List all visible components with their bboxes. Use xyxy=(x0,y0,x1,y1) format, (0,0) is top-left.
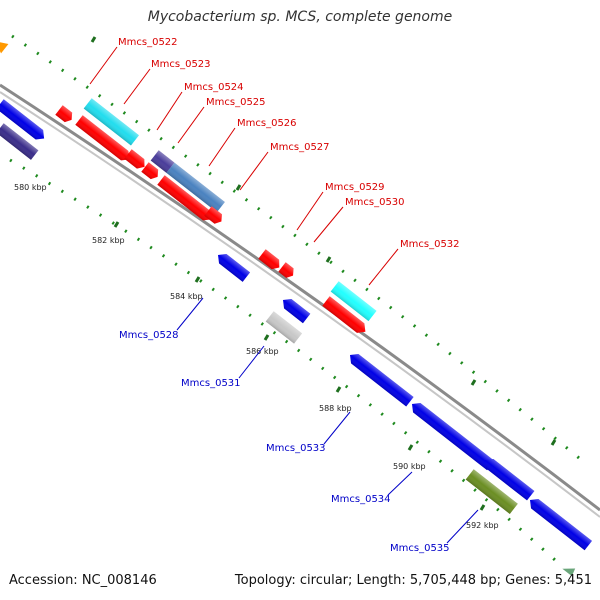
gene-block[interactable] xyxy=(258,249,283,272)
major-tick xyxy=(325,256,332,263)
callout-line xyxy=(387,471,413,496)
callout-line xyxy=(313,206,344,243)
gene-block[interactable] xyxy=(408,399,495,471)
gene-block[interactable] xyxy=(265,311,303,344)
kbp-label: 584 kbp xyxy=(170,292,203,301)
gene-block[interactable] xyxy=(83,98,139,146)
gene-block[interactable] xyxy=(322,296,369,336)
gene-label-forward[interactable]: Mmcs_0526 xyxy=(237,118,297,129)
genome-summary: Topology: circular; Length: 5,705,448 bp… xyxy=(234,573,592,588)
tick-row-inner xyxy=(9,158,557,562)
gene-label-reverse[interactable]: Mmcs_0534 xyxy=(331,494,391,505)
major-tick xyxy=(90,36,97,43)
major-tick xyxy=(550,439,557,446)
callout-line xyxy=(208,127,236,167)
callout-line xyxy=(177,106,205,144)
callout-line xyxy=(446,509,479,544)
callout-line xyxy=(89,46,118,85)
major-tick xyxy=(113,221,120,228)
callout-line xyxy=(176,297,204,331)
callout-line xyxy=(156,91,183,131)
kbp-label: 580 kbp xyxy=(14,183,47,192)
gene-block[interactable] xyxy=(157,175,215,224)
callout-line xyxy=(296,191,324,231)
major-tick xyxy=(263,334,270,341)
reverse-strand-genes xyxy=(0,99,593,577)
gene-block[interactable] xyxy=(562,562,576,577)
gene-block[interactable] xyxy=(278,262,296,280)
major-tick xyxy=(335,386,342,393)
kbp-label: 586 kbp xyxy=(246,347,279,356)
kbp-label: 582 kbp xyxy=(92,236,125,245)
callout-line xyxy=(323,411,351,445)
gene-block[interactable] xyxy=(481,455,535,501)
gene-label-forward[interactable]: Mmcs_0529 xyxy=(325,182,385,193)
gene-block[interactable] xyxy=(75,115,133,164)
callout-line xyxy=(123,68,151,105)
major-tick xyxy=(479,504,486,511)
gene-block[interactable] xyxy=(150,150,225,213)
kbp-label: 590 kbp xyxy=(393,462,426,471)
gene-label-forward[interactable]: Mmcs_0532 xyxy=(400,239,460,250)
gene-block[interactable] xyxy=(346,350,414,407)
gene-label-reverse[interactable]: Mmcs_0533 xyxy=(266,443,326,454)
callout-line xyxy=(238,345,265,379)
forward-strand-genes xyxy=(0,37,377,336)
gene-block[interactable] xyxy=(330,281,377,322)
callout-line xyxy=(239,151,269,191)
genome-title: Mycobacterium sp. MCS, complete genome xyxy=(147,9,453,25)
kbp-label: 592 kbp xyxy=(466,521,499,530)
major-tick xyxy=(407,444,414,451)
major-tick xyxy=(194,276,201,283)
major-tick xyxy=(235,184,242,191)
gene-block[interactable] xyxy=(0,99,48,143)
kbp-label: 588 kbp xyxy=(319,404,352,413)
gene-label-reverse[interactable]: Mmcs_0531 xyxy=(181,378,241,389)
major-tick xyxy=(470,379,477,386)
gene-label-forward[interactable]: Mmcs_0530 xyxy=(345,197,405,208)
gene-block[interactable] xyxy=(214,250,251,282)
gene-label-forward[interactable]: Mmcs_0522 xyxy=(118,37,178,48)
gene-label-reverse[interactable]: Mmcs_0528 xyxy=(119,330,179,341)
gene-label-forward[interactable]: Mmcs_0524 xyxy=(184,82,244,93)
gene-block[interactable] xyxy=(124,149,148,171)
tick-row-outer xyxy=(11,34,586,465)
gene-label-forward[interactable]: Mmcs_0525 xyxy=(206,97,266,108)
backbone-inner xyxy=(0,91,600,518)
gene-block[interactable] xyxy=(141,162,161,181)
gene-label-forward[interactable]: Mmcs_0523 xyxy=(151,59,211,70)
gene-block[interactable] xyxy=(0,37,9,54)
gene-block[interactable] xyxy=(465,469,518,514)
gene-label-forward[interactable]: Mmcs_0527 xyxy=(270,142,330,153)
gene-label-reverse[interactable]: Mmcs_0535 xyxy=(390,543,450,554)
gene-block[interactable] xyxy=(0,123,39,160)
gene-block[interactable] xyxy=(526,495,593,551)
accession-label: Accession: NC_008146 xyxy=(9,573,157,588)
backbone-outer xyxy=(0,83,600,512)
gene-block[interactable] xyxy=(279,295,311,324)
gene-block[interactable] xyxy=(204,206,225,226)
gene-block[interactable] xyxy=(55,105,75,124)
callout-line xyxy=(368,248,399,286)
